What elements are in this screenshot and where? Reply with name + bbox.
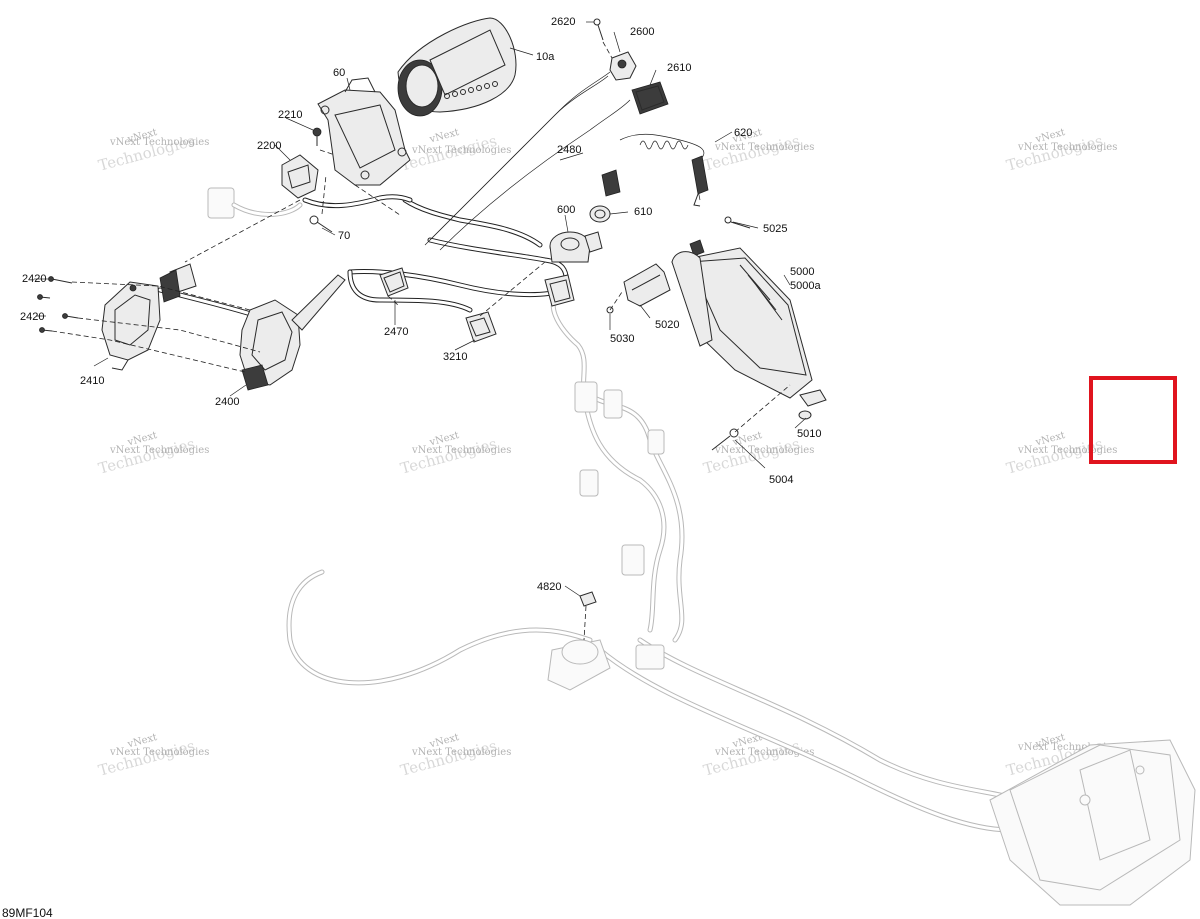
callout-5010: 5010	[797, 428, 821, 440]
callout-2200: 2200	[257, 140, 281, 152]
callout-5000: 5000	[790, 266, 814, 278]
switch-housing-2410	[101, 281, 161, 371]
ghost-harness	[207, 187, 1196, 906]
callout-600: 600	[557, 204, 575, 216]
screw-70	[309, 215, 333, 233]
screw-2210	[312, 127, 322, 146]
watermark-text: vNext Technologies	[109, 137, 209, 148]
gauge-indicator-row	[444, 81, 498, 99]
callout-2210: 2210	[278, 109, 302, 121]
callout-2420-upper: 2420	[22, 273, 46, 285]
callout-60: 60	[333, 67, 345, 79]
connector-cluster	[544, 274, 575, 307]
connector-2610	[631, 81, 669, 115]
callout-3210: 3210	[443, 351, 467, 363]
callout-70: 70	[338, 230, 350, 242]
screw-2620	[593, 18, 604, 41]
watermark-text: vNext Technologies	[714, 747, 814, 758]
grommet-610	[589, 205, 611, 223]
watermark-text: vNext Technologies	[109, 445, 209, 456]
connector-2600	[609, 51, 637, 81]
highlight-box[interactable]	[1089, 376, 1177, 464]
tether-plug-620	[691, 155, 709, 207]
nut-5010	[798, 410, 812, 420]
nut-4820	[579, 591, 597, 607]
watermark-text: vNext Technologies	[714, 445, 814, 456]
watermark-text: vNext Technologies	[411, 747, 511, 758]
gauge-bracket	[317, 77, 411, 186]
callout-2410: 2410	[80, 375, 104, 387]
watermark-text: vNext Technologies	[411, 445, 511, 456]
connector-3210	[465, 311, 497, 343]
screw-5025	[724, 216, 751, 229]
watermark-text: vNext Technologies	[714, 142, 814, 153]
bracket-5020	[606, 263, 671, 314]
callout-5004: 5004	[769, 474, 793, 486]
callout-5020: 5020	[655, 319, 679, 331]
callout-labels: 10a 60 70 600 610 620 2200 2210 2400 241…	[20, 16, 821, 593]
callout-5025: 5025	[763, 223, 787, 235]
callout-610: 610	[634, 206, 652, 218]
ecm-module-5000	[671, 239, 827, 407]
leader-lines	[34, 21, 807, 597]
watermark-text: vNext Technologies	[1017, 445, 1117, 456]
watermark-text: vNext Technologies	[109, 747, 209, 758]
callout-2470: 2470	[384, 326, 408, 338]
gauge-cluster	[397, 17, 517, 117]
callout-5000a: 5000a	[790, 280, 821, 292]
callout-620: 620	[734, 127, 752, 139]
callout-2600: 2600	[630, 26, 654, 38]
watermark-text: vNext Technologies	[1017, 742, 1117, 753]
diagram-code: 89MF104	[2, 906, 53, 919]
callout-2480: 2480	[557, 144, 581, 156]
callout-2400: 2400	[215, 396, 239, 408]
callout-4820: 4820	[537, 581, 561, 593]
callout-2420-lower: 2420	[20, 311, 44, 323]
callout-2610: 2610	[667, 62, 691, 74]
assembly-lines	[51, 41, 791, 641]
handlebar-switch-2400	[159, 263, 346, 391]
main-harness	[157, 71, 705, 323]
key-switch-600	[549, 231, 603, 263]
connector-2470	[379, 267, 409, 297]
callout-2620: 2620	[551, 16, 575, 28]
stud-5004	[711, 428, 739, 451]
connector-2200	[281, 154, 319, 199]
watermark-text: vNext Technologies	[1017, 142, 1117, 153]
callout-10a: 10a	[536, 51, 555, 63]
connector-inline	[601, 169, 621, 197]
callout-5030: 5030	[610, 333, 634, 345]
watermark-text: vNext Technologies	[411, 145, 511, 156]
screws-2420	[37, 276, 79, 333]
